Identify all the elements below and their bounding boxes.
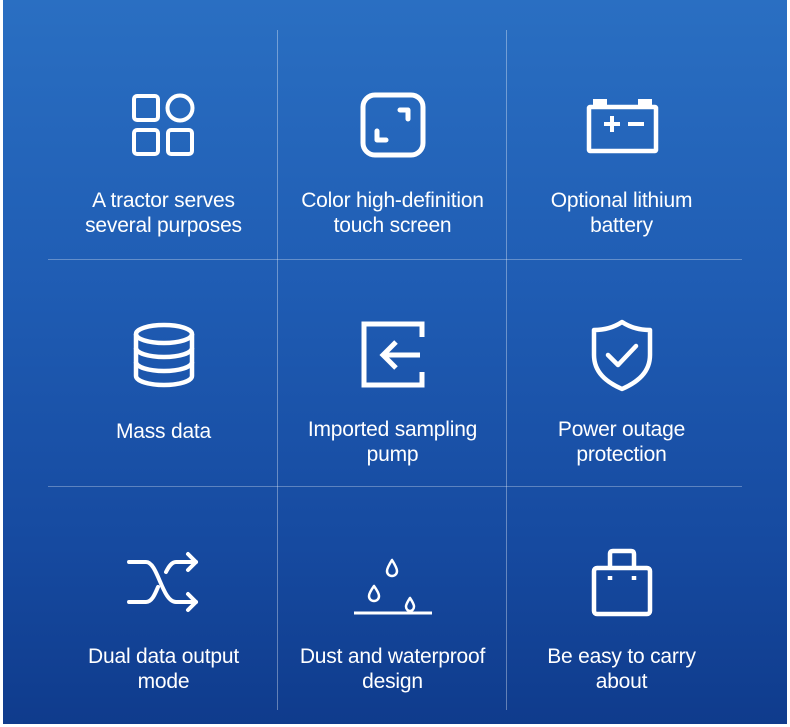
feature-power-protection: Power outage protection: [506, 259, 737, 485]
feature-label: A tractor serves several purposes: [85, 189, 242, 237]
feature-lithium-battery: Optional lithium battery: [506, 30, 737, 256]
feature-label: Dual data output mode: [88, 645, 239, 693]
feature-mass-data: Mass data: [48, 259, 279, 485]
grid-divider: [48, 259, 742, 260]
feature-sampling-pump: Imported sampling pump: [277, 259, 508, 485]
grid-apps-icon: [131, 93, 194, 156]
battery-icon: [586, 99, 658, 154]
feature-label: Imported sampling pump: [307, 418, 478, 466]
feature-touch-screen: Color high-definition touch screen: [277, 30, 508, 256]
touch-screen-icon: [360, 92, 425, 158]
grid-divider: [506, 30, 507, 710]
feature-label: Mass data: [115, 420, 212, 443]
shopping-bag-icon: [591, 548, 652, 617]
feature-label: Dust and waterproof design: [299, 645, 486, 693]
grid-divider: [277, 30, 278, 710]
feature-dual-output: Dual data output mode: [48, 486, 279, 712]
import-arrow-icon: [361, 321, 424, 388]
feature-grid: A tractor serves several purposes Color …: [48, 30, 742, 710]
feature-label: Power outage protection: [557, 418, 686, 466]
shield-check-icon: [591, 319, 652, 392]
feature-multi-purpose: A tractor serves several purposes: [48, 30, 279, 256]
feature-label: Optional lithium battery: [550, 189, 693, 237]
shuffle-icon: [126, 552, 198, 612]
feature-portable: Be easy to carry about: [506, 486, 737, 712]
feature-label: Color high-definition touch screen: [301, 189, 484, 237]
water-drops-icon: [353, 558, 432, 615]
feature-waterproof: Dust and waterproof design: [277, 486, 508, 712]
database-icon: [133, 322, 194, 388]
grid-divider: [48, 486, 742, 487]
feature-label: Be easy to carry about: [547, 645, 696, 693]
